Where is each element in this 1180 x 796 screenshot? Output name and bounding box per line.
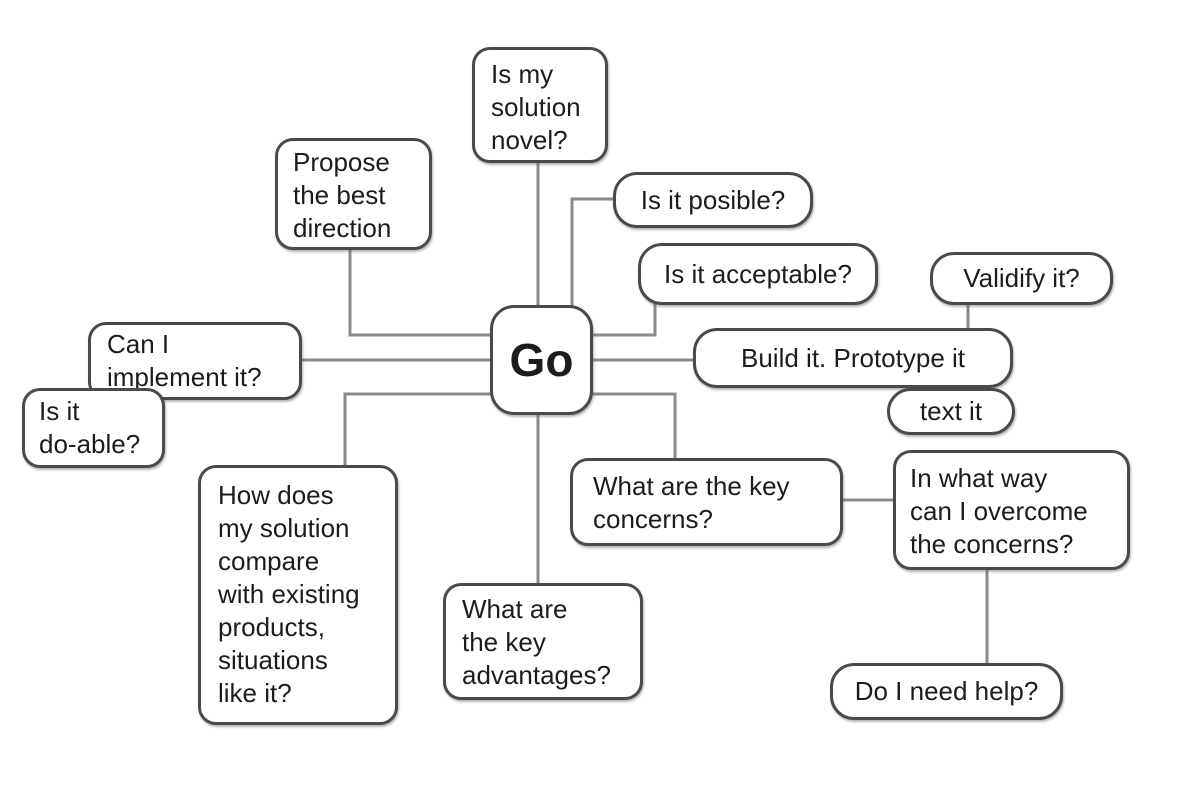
node-is-it-do-able: Is it do-able?: [22, 388, 165, 468]
node-is-it-acceptable: Is it acceptable?: [638, 243, 878, 305]
connector-go-compare: [343, 392, 496, 468]
node-go-center: Go: [490, 305, 593, 415]
node-validify-it: Validify it?: [930, 252, 1113, 305]
node-do-i-need-help: Do I need help?: [830, 663, 1063, 720]
connector-go-concerns: [588, 392, 677, 461]
connector-acceptable-go: [588, 303, 657, 337]
node-how-does-my-solution-compare: How does my solution compare with existi…: [198, 465, 398, 725]
node-what-are-the-key-advantages: What are the key advantages?: [443, 583, 643, 700]
node-what-are-the-key-concerns: What are the key concerns?: [570, 458, 843, 546]
connector-posible-go: [570, 197, 616, 310]
node-is-it-posible: Is it posible?: [613, 172, 813, 228]
node-in-what-way-overcome-concerns: In what way can I overcome the concerns?: [893, 450, 1130, 570]
node-is-my-solution-novel: Is my solution novel?: [472, 47, 608, 163]
connector-propose-go: [348, 248, 496, 337]
node-can-i-implement-it: Can I implement it?: [88, 322, 302, 400]
node-build-it-prototype-it: Build it. Prototype it: [693, 328, 1013, 388]
node-propose-best-direction: Propose the best direction: [275, 138, 432, 250]
node-text-it: text it: [887, 388, 1015, 435]
